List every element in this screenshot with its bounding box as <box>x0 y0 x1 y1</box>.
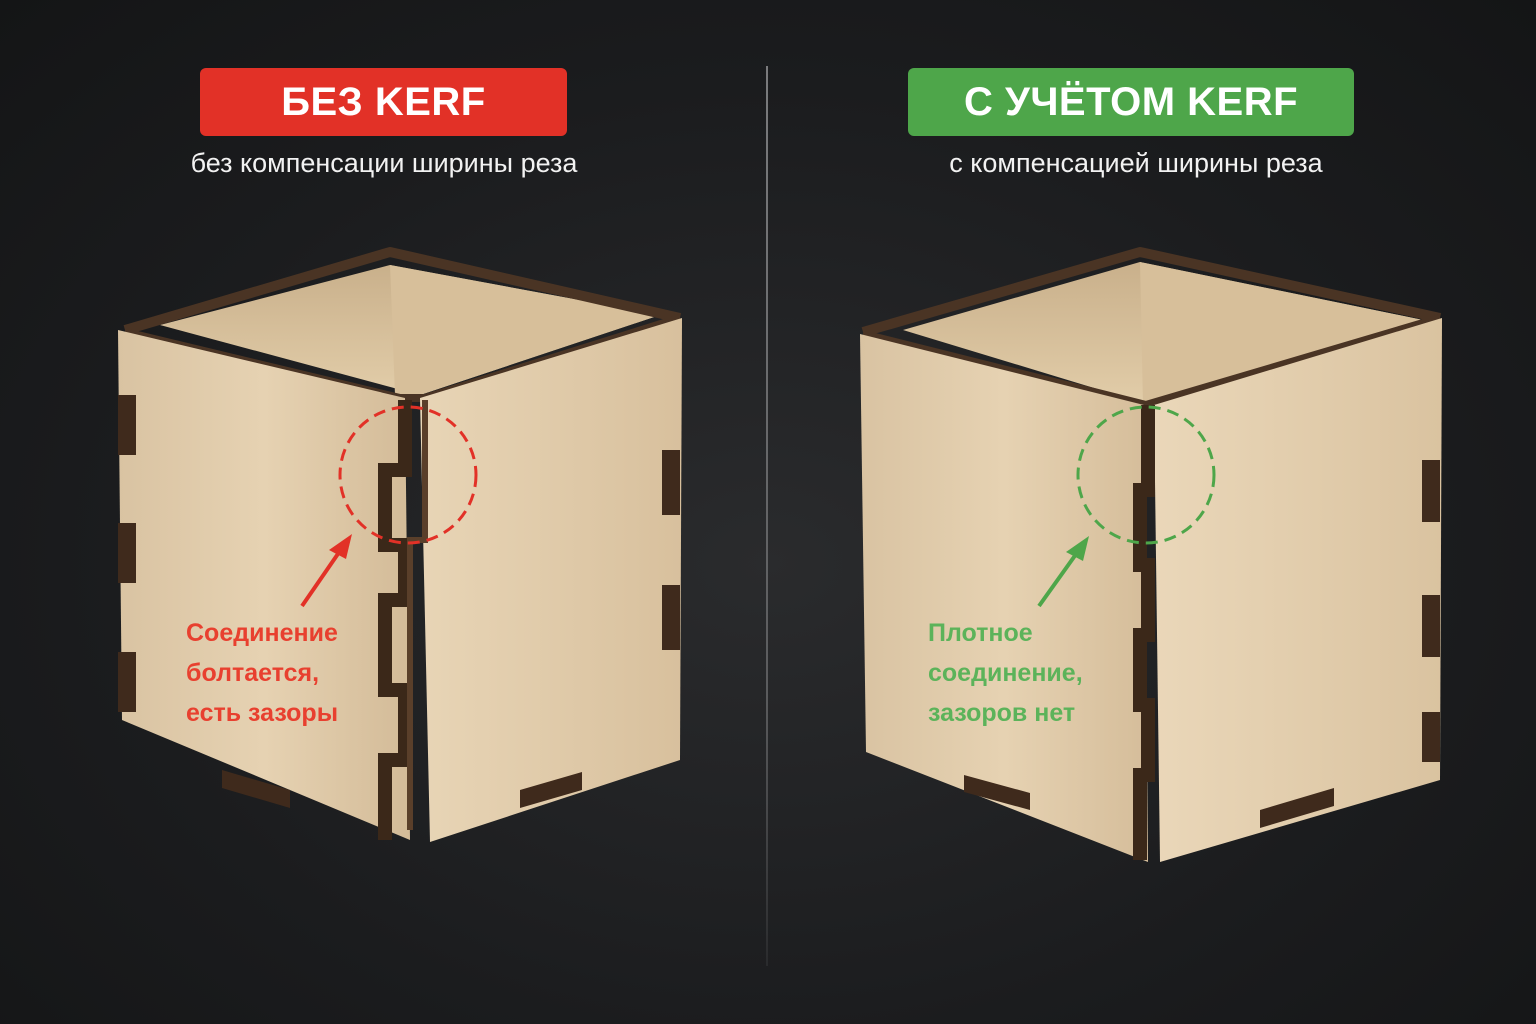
loose-joint-note-line-1: Соединение <box>186 619 338 647</box>
loose-wooden-box-photo <box>118 247 682 842</box>
with-kerf-subtitle: с компенсацией ширины реза <box>949 148 1323 178</box>
without-kerf-subtitle: без компенсации ширины реза <box>190 148 578 178</box>
tight-joint-note-line-1: Плотное <box>928 619 1033 647</box>
left-panel: БЕЗ KERF без компенсации ширины реза <box>118 68 682 842</box>
loose-joint-note: Соединение болтается, есть зазоры <box>186 613 338 733</box>
center-divider <box>766 66 768 966</box>
without-kerf-badge: БЕЗ KERF <box>200 68 567 136</box>
tight-joint-note-line-3: зазоров нет <box>928 699 1076 727</box>
loose-joint-note-line-3: есть зазоры <box>186 699 339 727</box>
tight-joint-note: Плотное соединение, зазоров нет <box>928 613 1083 733</box>
loose-joint-note-line-2: болтается, <box>186 659 320 687</box>
tight-wooden-box-photo <box>860 247 1442 862</box>
tight-joint-note-line-2: соединение, <box>928 659 1083 687</box>
with-kerf-badge: С УЧЁТОМ KERF <box>908 68 1354 136</box>
right-panel: С УЧЁТОМ KERF с компенсацией ширины реза <box>768 0 1536 1024</box>
